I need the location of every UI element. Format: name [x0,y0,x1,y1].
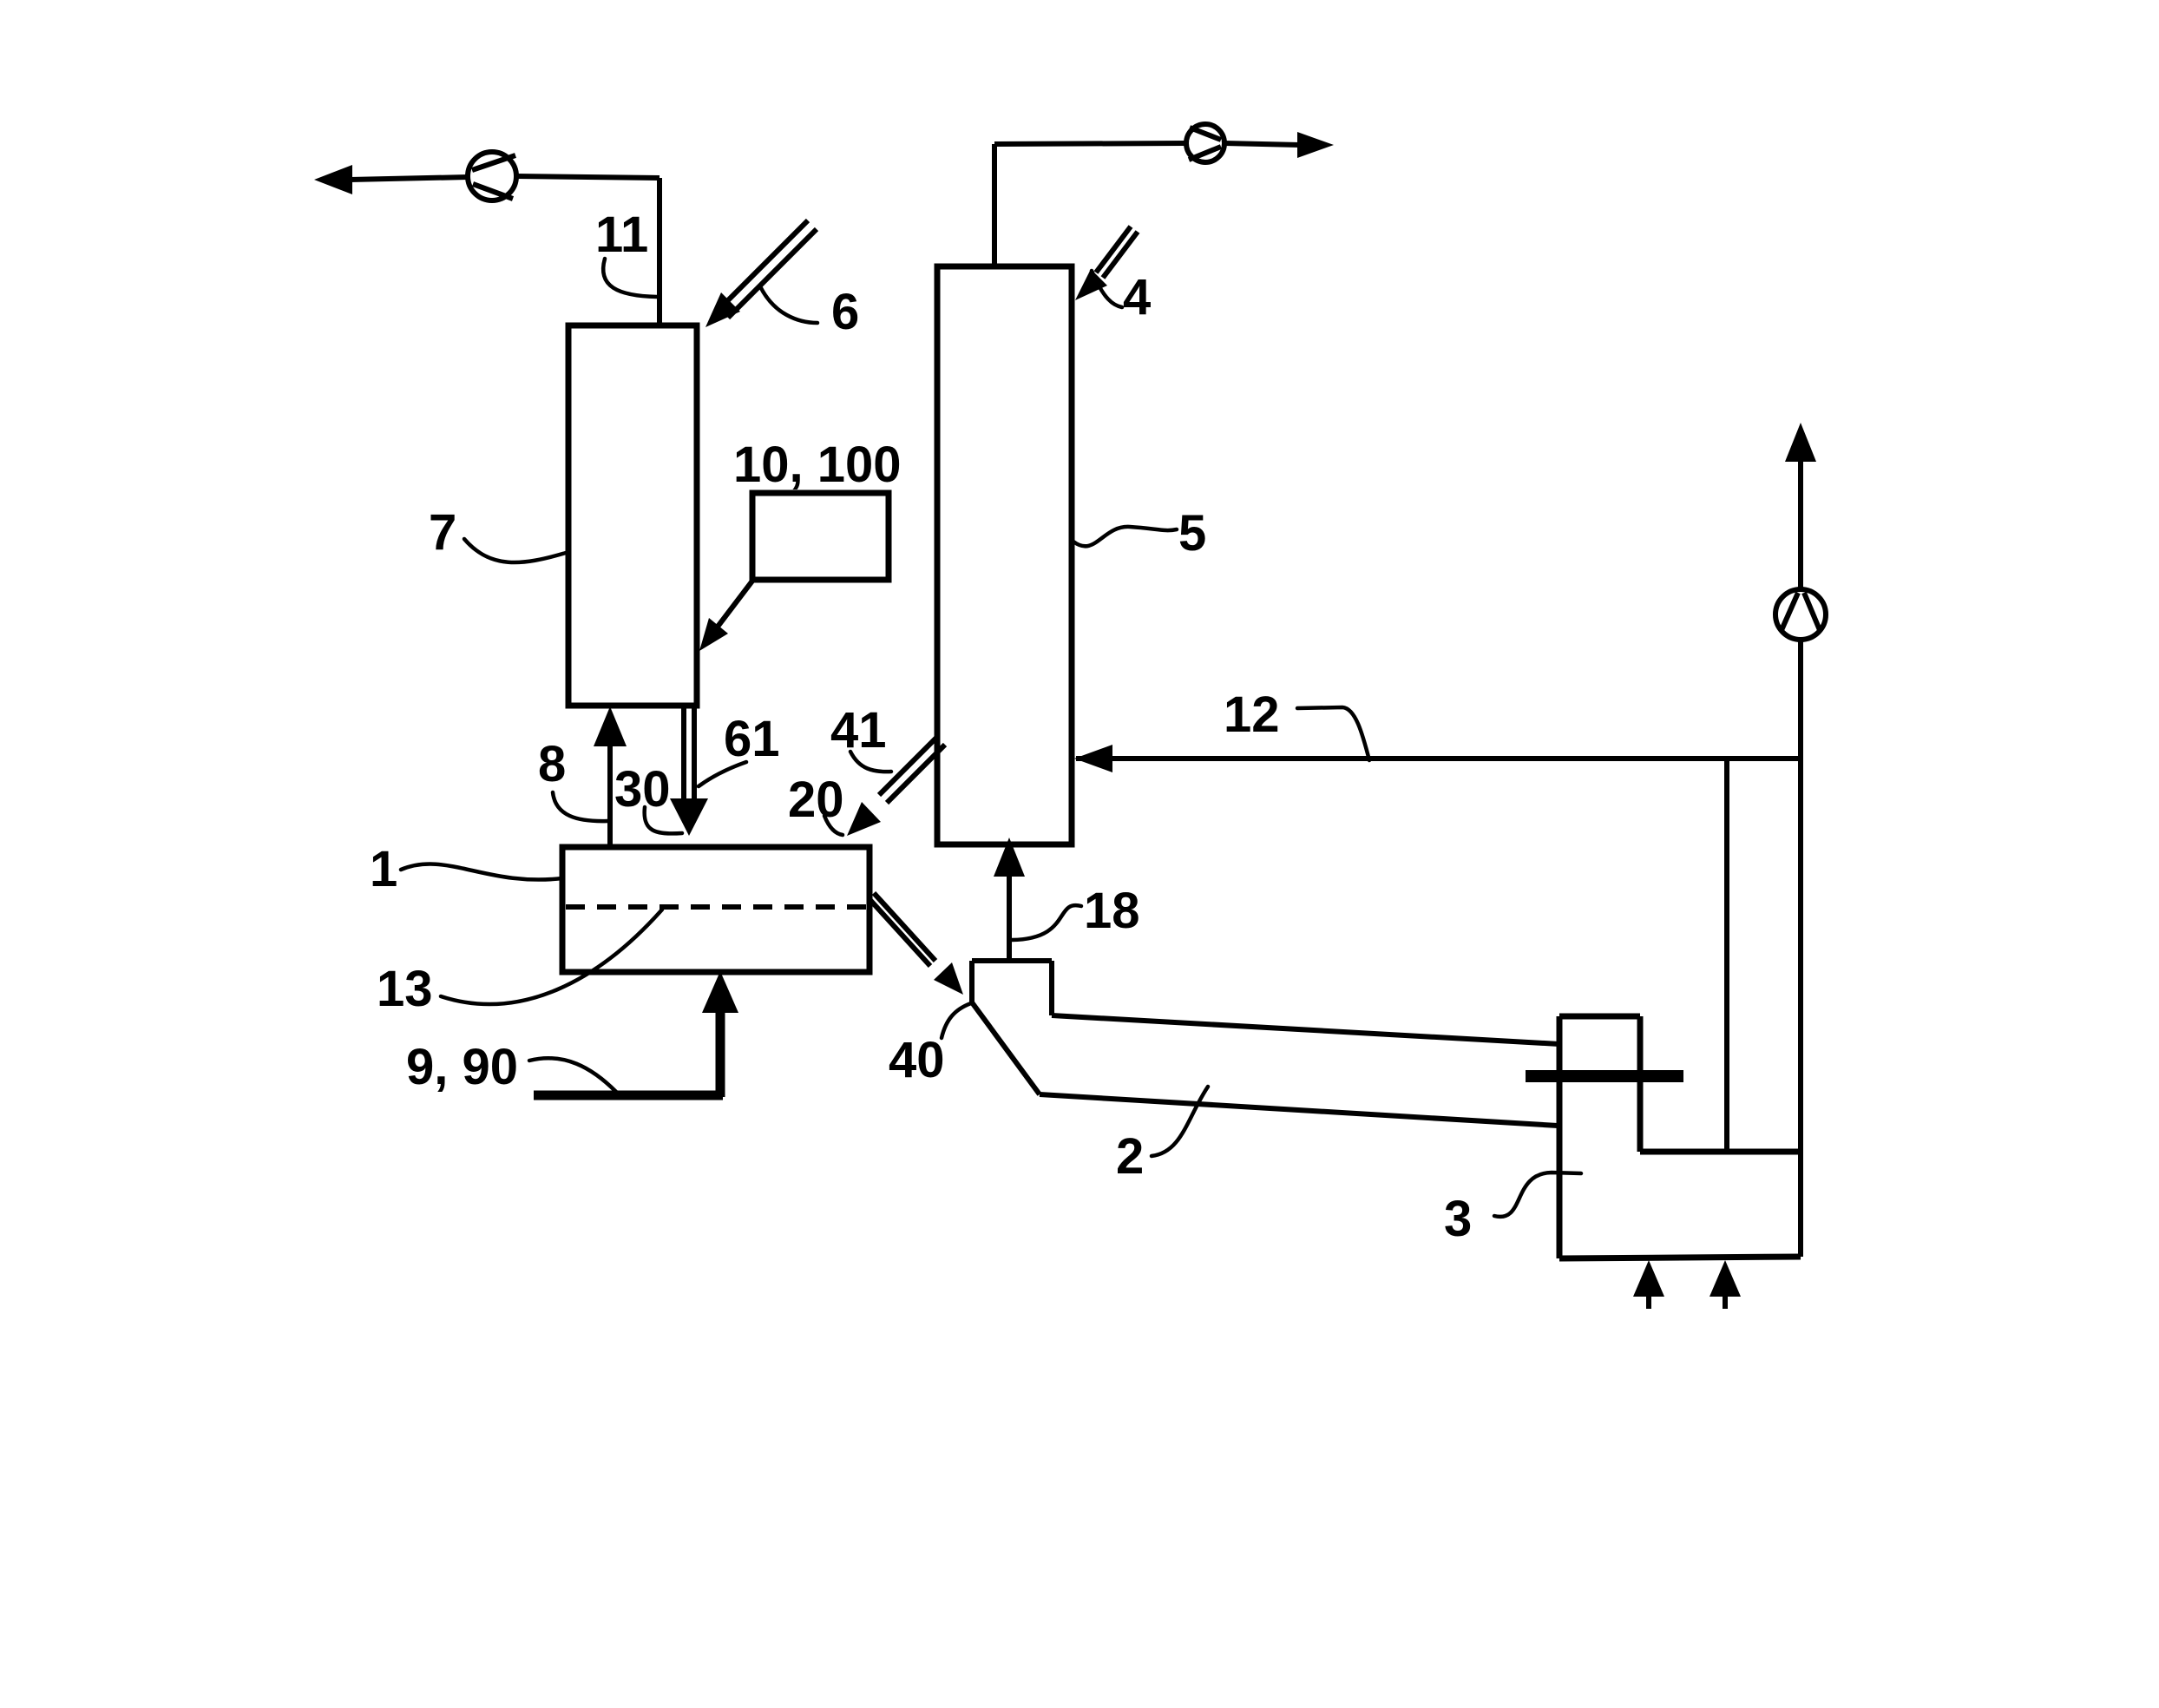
conveyor-2 [1039,1013,1560,1128]
stream-41-line-a [876,734,940,798]
label-3: 3 [1444,1191,1472,1247]
leader-1 [398,862,565,882]
stack-out-head [1785,423,1816,462]
pipe-5-out-head [1297,132,1334,158]
label-1: 1 [370,841,397,897]
fan-right-blade-top [1188,125,1223,142]
overhead-line-right [992,122,1334,266]
vessel-1 [559,844,873,976]
conveyor-top-line [1051,1013,1560,1047]
fan-stack-blade-left [1779,591,1801,632]
fan-left-blade-top [471,153,516,173]
leader-12 [1295,705,1372,763]
stream-8-head [594,706,627,746]
label-6: 6 [831,284,859,340]
offgas-line-left [314,149,662,325]
recycle-line-12 [1074,745,1801,772]
leader-6 [758,284,820,325]
fan-left-blade-bottom [471,181,515,201]
air-inlet-1-head [1633,1260,1664,1297]
stream-10-arrow [699,578,756,651]
column-7 [565,322,700,709]
conveyor-bottom-line [1039,1092,1559,1128]
furnace-3 [1526,1013,1801,1309]
pipe-5-horizontal [994,141,1187,147]
leader-4 [1089,268,1125,310]
leader-20 [822,813,845,838]
stream-10-line [715,578,756,628]
stream-6-head [705,292,740,327]
stream-61-arrow [670,706,708,836]
stream-6-arrow [705,218,819,327]
stream-4-line-a [1093,225,1133,274]
column-5 [934,263,1075,848]
leader-5 [1071,524,1179,549]
pipe-5-out [1224,141,1301,148]
stream-18-head [994,838,1025,877]
stream-18-arrow [994,838,1025,959]
label-61: 61 [724,711,780,767]
label-18: 18 [1084,883,1140,939]
leader-41 [848,749,894,774]
stream-9-90-head [702,971,738,1013]
label-5: 5 [1178,505,1206,562]
label-20: 20 [788,772,844,828]
stream-10-head [699,618,728,651]
offgas-right-line [515,174,660,181]
stream-4-arrow [1075,225,1140,300]
leader-61 [696,759,749,789]
fan-right-blade-bottom [1187,144,1223,162]
stream-9-90 [534,971,738,1100]
stream-41-line-b [884,742,948,805]
stream-40-head [934,962,963,995]
leader-11 [601,256,660,299]
label-10-100: 10, 100 [733,437,902,493]
flue-duct-riser [1724,423,1828,1257]
label-30: 30 [614,761,671,818]
label-11: 11 [595,207,648,263]
leader-3 [1492,1170,1584,1219]
line-12-head [1074,745,1112,772]
leader-7 [462,536,568,565]
leader-9-90 [527,1055,619,1094]
label-41: 41 [830,702,887,759]
stream-41-head [847,802,881,836]
label-40: 40 [889,1032,945,1088]
stream-6-line-a [717,218,810,312]
fan-stack-blade-right [1801,591,1822,632]
stream-40-line-a [866,896,933,969]
label-7: 7 [429,504,456,561]
leader-30 [642,805,685,836]
stream-4-line-b [1100,230,1140,279]
fan-stack-icon [1773,587,1828,642]
furnace-bottom [1559,1253,1801,1262]
label-9-90: 9, 90 [406,1039,518,1095]
stream-61-head [670,798,708,836]
air-inlet-arrow-2 [1709,1260,1741,1309]
stream-8-arrow [594,706,627,847]
leader-18 [1009,903,1084,943]
arrow-left-head [314,165,352,194]
leader-2 [1149,1084,1211,1159]
stream-40-arrow [866,890,963,995]
label-8: 8 [538,736,566,792]
leader-8 [550,790,610,824]
offgas-left-line [349,174,469,182]
leader-13 [438,907,665,1007]
hopper-40 [969,958,1054,1096]
box-10-100 [749,489,892,583]
leader-40 [939,1001,974,1041]
air-inlet-arrow-1 [1633,1260,1664,1309]
stream-6-line-b [725,227,819,320]
label-2: 2 [1116,1128,1144,1185]
stream-40-line-b [871,890,938,963]
label-4: 4 [1123,269,1151,325]
stream-4-head [1075,269,1107,300]
air-inlet-2-head [1709,1260,1741,1297]
stream-41-arrow [847,734,948,836]
hopper-diagonal [969,1001,1042,1096]
label-13: 13 [377,961,433,1017]
label-12: 12 [1224,686,1280,743]
